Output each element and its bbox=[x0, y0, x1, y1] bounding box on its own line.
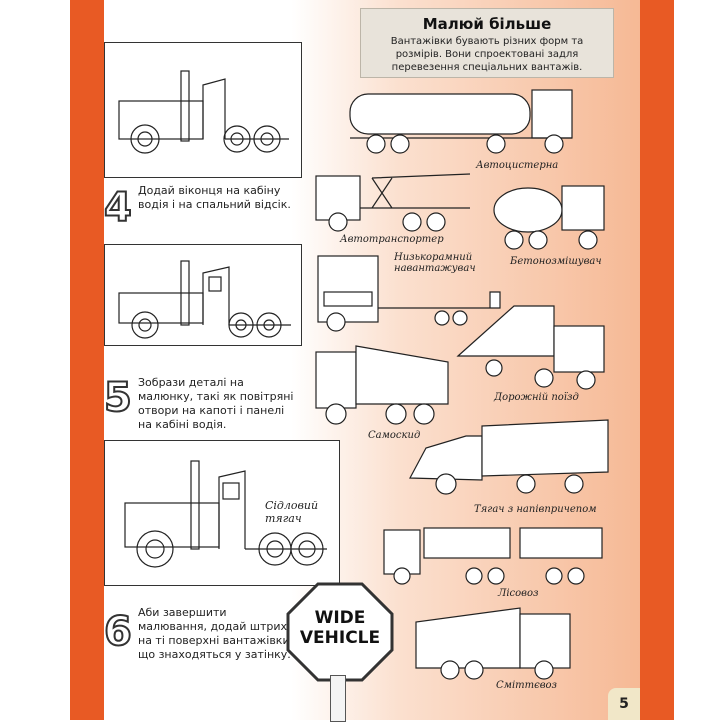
dump-truck-drawing bbox=[315, 345, 449, 425]
step-4-number: 4 bbox=[103, 185, 133, 231]
label-car-transporter: Автотранспортер bbox=[340, 234, 444, 245]
lowboy-loader-drawing bbox=[317, 255, 501, 332]
label-concrete-mixer: Бетонозмішувач bbox=[510, 256, 602, 267]
sign-pole bbox=[330, 675, 346, 722]
step-6-text: Аби завершити малювання, додай штрихи на… bbox=[138, 606, 295, 661]
tractor-unit-label: Сідловий тягач bbox=[265, 499, 319, 525]
semi-truck-detailed-sketch bbox=[124, 460, 327, 568]
sign-text: WIDE VEHICLE bbox=[299, 608, 381, 648]
label-lowboy: Низькорамний навантажувач bbox=[394, 252, 476, 274]
step-5-number: 5 bbox=[103, 375, 133, 421]
car-transporter-drawing bbox=[315, 173, 471, 232]
step-5-text: Зобрази деталі на малюнку, такі як повіт… bbox=[138, 376, 294, 431]
step-6-number: 6 bbox=[103, 609, 133, 655]
step-3-drawing-panel bbox=[104, 42, 302, 178]
label-road-train: Дорожній поїзд bbox=[494, 392, 579, 403]
label-garbage-truck: Сміттєвоз bbox=[496, 680, 558, 691]
truck-outline-sketch bbox=[118, 70, 289, 154]
label-dump-truck: Самоскид bbox=[368, 430, 421, 441]
sidebar-title: Малюй більше bbox=[422, 15, 552, 33]
step-5-drawing-panel: Сідловий тягач bbox=[104, 440, 340, 586]
page-number: 5 bbox=[608, 688, 640, 720]
step-4-drawing-panel bbox=[104, 244, 302, 346]
truck-windows-sketch bbox=[118, 260, 291, 339]
tanker-truck-drawing bbox=[349, 89, 573, 154]
concrete-mixer-drawing bbox=[493, 185, 605, 250]
sidebar-text: Вантажівки бувають різних форм та розмір… bbox=[390, 36, 584, 73]
left-orange-border bbox=[70, 0, 104, 720]
garbage-truck-drawing bbox=[415, 607, 571, 680]
draw-more-box: Малюй більше Вантажівки бувають різних ф… bbox=[360, 8, 614, 78]
semi-trailer-truck-drawing bbox=[409, 419, 609, 495]
right-orange-border bbox=[640, 0, 674, 720]
label-tanker: Автоцистерна bbox=[476, 160, 559, 171]
road-train-drawing bbox=[456, 305, 605, 390]
label-semi-trailer: Тягач з напівпричепом bbox=[474, 504, 597, 515]
logging-truck-drawing bbox=[383, 527, 603, 585]
wide-vehicle-sign bbox=[286, 582, 394, 682]
step-4-text: Додай віконця на кабіну водія і на спаль… bbox=[138, 184, 291, 211]
label-logging-truck: Лісовоз bbox=[498, 588, 539, 599]
